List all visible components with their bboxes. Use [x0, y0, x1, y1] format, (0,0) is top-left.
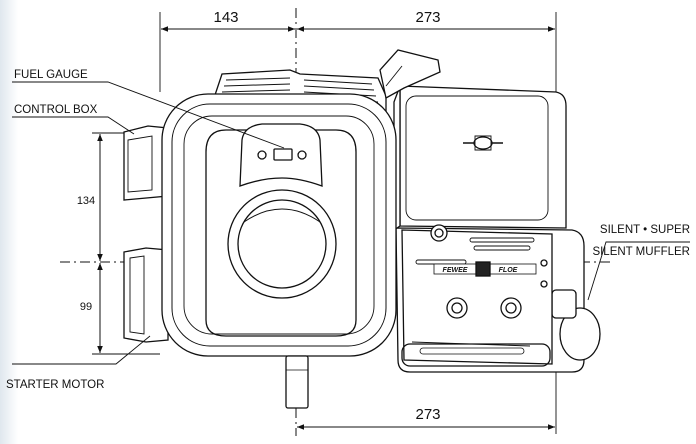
output-shaft: [285, 355, 309, 409]
leader-control-box: [12, 116, 135, 135]
label-silent-super: SILENT • SUPER: [600, 224, 690, 236]
dim-273-bottom: 273: [415, 406, 440, 423]
leader-starter-motor: [12, 335, 151, 365]
cover-cap: [463, 135, 503, 151]
leader-fuel-gauge: [12, 81, 285, 149]
mount-bolt-left: [446, 297, 468, 319]
nameplate-right-text: FLOE: [499, 267, 518, 274]
dim-99: 99: [80, 301, 92, 313]
dimension-lines: [97, 26, 555, 430]
recoil-starter: [237, 199, 327, 289]
label-fuel-gauge: FUEL GAUGE: [14, 69, 88, 81]
nameplate-left-text: FEWEE: [443, 267, 468, 274]
engine-body: [123, 49, 601, 409]
muffler-plate: [401, 229, 553, 365]
leader-silent-muffler: [587, 241, 690, 301]
dim-273-top: 273: [415, 9, 440, 26]
muffler-cover: [399, 85, 567, 229]
fuel-gauge: [273, 148, 293, 161]
label-control-box: CONTROL BOX: [14, 104, 98, 116]
edge-shading: [0, 0, 18, 444]
label-starter-motor: STARTER MOTOR: [6, 379, 104, 391]
label-silent-muffler: SILENT MUFFLER: [592, 246, 690, 258]
starter-motor: [123, 247, 169, 343]
leader-lines: [12, 81, 690, 365]
muffler-tailpipe: [559, 307, 601, 361]
dim-143: 143: [213, 9, 238, 26]
throttle-lever: [379, 49, 441, 99]
mount-bolt-right: [500, 297, 522, 319]
dim-134: 134: [77, 195, 95, 207]
